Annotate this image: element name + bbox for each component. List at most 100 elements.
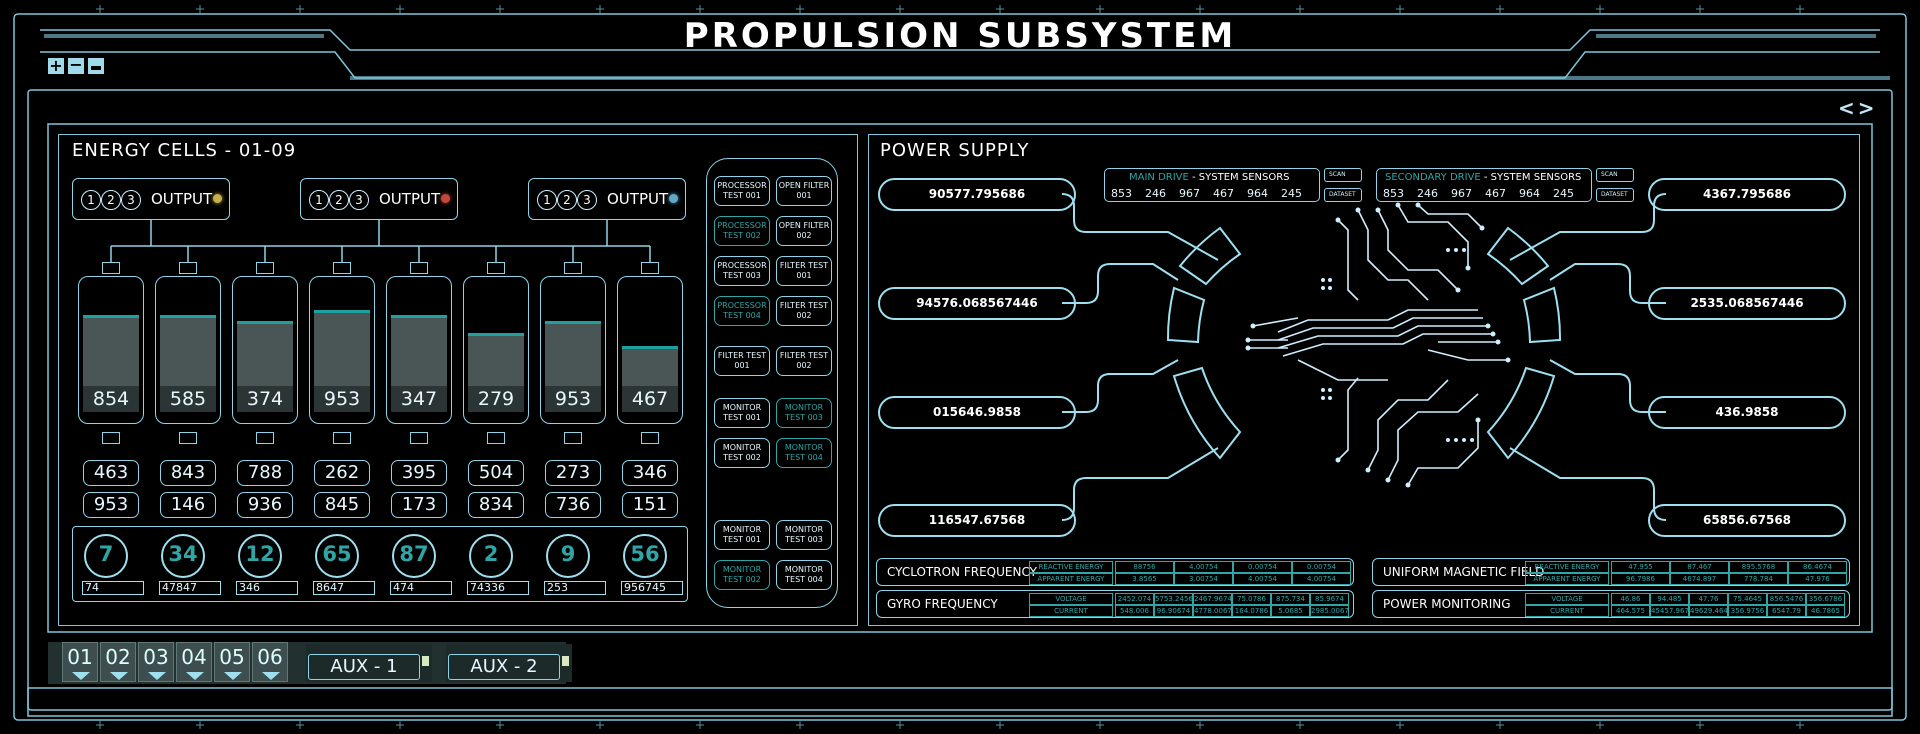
page-tab[interactable]: 05 — [214, 642, 250, 682]
page-tab[interactable]: 06 — [252, 642, 288, 682]
test-button[interactable]: PROCESSOR TEST 001 — [714, 176, 770, 206]
sensor-value: 246 — [1417, 187, 1438, 200]
test-button[interactable]: OPEN FILTER 001 — [776, 176, 832, 206]
page-tab[interactable]: 04 — [176, 642, 212, 682]
page-tab-label: 04 — [181, 645, 207, 669]
test-button[interactable]: MONITOR TEST 001 — [714, 520, 770, 550]
metric-cell: 85.9674 — [1310, 593, 1349, 605]
test-button[interactable]: MONITOR TEST 002 — [714, 438, 770, 468]
page-tab-label: 02 — [105, 645, 131, 669]
cell-value-top: 262 — [314, 460, 370, 486]
metric-label: POWER MONITORING — [1383, 597, 1511, 611]
test-button[interactable]: MONITOR TEST 003 — [776, 398, 832, 428]
page-tab[interactable]: 02 — [100, 642, 136, 682]
output-channel-button[interactable]: 2 — [557, 190, 577, 210]
metric-cell: 49629.464 — [1689, 605, 1728, 617]
plus-icon[interactable]: + — [48, 56, 64, 75]
energy-cell-tank: 953 — [309, 262, 375, 424]
output-channel-button[interactable]: 3 — [121, 190, 141, 210]
metric-cell: 46.86 — [1611, 593, 1650, 605]
aux-button[interactable]: AUX - 2 — [448, 654, 560, 680]
metric-cell: 5.0685 — [1271, 605, 1310, 617]
test-button[interactable]: PROCESSOR TEST 002 — [714, 216, 770, 246]
secondary-drive-label: SECONDARY DRIVE — [1385, 172, 1481, 183]
output-channel-button[interactable]: 2 — [329, 190, 349, 210]
gauge-ring — [161, 534, 205, 578]
page-tab[interactable]: 01 — [62, 642, 98, 682]
test-button[interactable]: OPEN FILTER 002 — [776, 216, 832, 246]
metric-label: UNIFORM MAGNETIC FIELD — [1383, 565, 1545, 579]
metric-row-label: REACTIVE ENERGY — [1029, 561, 1113, 573]
gauge-value: 7 — [98, 542, 114, 566]
main-dataset-button[interactable]: DATASET — [1324, 188, 1362, 202]
test-panel — [706, 158, 838, 608]
tank-cap — [641, 262, 659, 274]
page-tab-label: 01 — [67, 645, 93, 669]
metric-cell: 356.6786 — [1806, 593, 1845, 605]
save-icon[interactable] — [88, 58, 104, 74]
test-button[interactable]: PROCESSOR TEST 004 — [714, 296, 770, 326]
energy-cell-tank: 279 — [463, 262, 529, 424]
test-button[interactable]: MONITOR TEST 002 — [714, 560, 770, 590]
cell-value-top: 463 — [83, 460, 139, 486]
metric-cell: 4.00754 — [1233, 573, 1292, 585]
metric-cell: 164.0786 — [1232, 605, 1271, 617]
secondary-dataset-button[interactable]: DATASET — [1596, 188, 1634, 202]
status-led-icon — [669, 194, 678, 203]
test-button[interactable]: MONITOR TEST 001 — [714, 398, 770, 428]
power-panel — [868, 134, 1860, 626]
nav-arrows[interactable]: < > — [1838, 96, 1875, 120]
sensor-value: 967 — [1179, 187, 1200, 200]
test-button[interactable]: FILTER TEST 002 — [776, 296, 832, 326]
output-channel-button[interactable]: 1 — [309, 190, 329, 210]
chevron-down-icon — [186, 672, 204, 680]
tank-body — [232, 276, 298, 424]
metric-row-label: REACTIVE ENERGY — [1525, 561, 1609, 573]
output-channel-button[interactable]: 2 — [101, 190, 121, 210]
test-button[interactable]: FILTER TEST 001 — [776, 256, 832, 286]
test-button[interactable]: FILTER TEST 001 — [714, 346, 770, 376]
gauge-subvalue: 74336 — [467, 581, 529, 595]
output-channel-button[interactable]: 3 — [577, 190, 597, 210]
gauge-value: 2 — [483, 542, 499, 566]
output-channel-button[interactable]: 3 — [349, 190, 369, 210]
test-button[interactable]: FILTER TEST 002 — [776, 346, 832, 376]
sensor-value: 964 — [1247, 187, 1268, 200]
secondary-scan-button[interactable]: SCAN — [1596, 168, 1634, 182]
tank-body — [386, 276, 452, 424]
tank-value: 279 — [468, 386, 524, 412]
metric-label: GYRO FREQUENCY — [887, 597, 998, 611]
aux-button[interactable]: AUX - 1 — [308, 654, 420, 680]
metric-row-label: VOLTAGE — [1029, 593, 1113, 605]
cell-value-top: 504 — [468, 460, 524, 486]
test-button[interactable]: PROCESSOR TEST 003 — [714, 256, 770, 286]
sensor-value: 853 — [1111, 187, 1132, 200]
output-channel-button[interactable]: 1 — [537, 190, 557, 210]
output-channel-button[interactable]: 1 — [81, 190, 101, 210]
gauge-value: 56 — [630, 542, 660, 566]
tank-value: 347 — [391, 386, 447, 412]
minus-icon[interactable]: − — [68, 55, 84, 74]
energy-cell-tank: 374 — [232, 262, 298, 424]
chevron-down-icon — [72, 672, 90, 680]
metric-row-label: APPARENT ENERGY — [1525, 573, 1609, 585]
metric-row-label: CURRENT — [1029, 605, 1113, 617]
gauge-strip — [72, 526, 688, 602]
test-button[interactable]: MONITOR TEST 004 — [776, 560, 832, 590]
test-button[interactable]: MONITOR TEST 003 — [776, 520, 832, 550]
tank-body — [617, 276, 683, 424]
metric-cell: 75.4645 — [1728, 593, 1767, 605]
energy-title: ENERGY CELLS - 01-09 — [72, 140, 297, 161]
cell-value-top: 273 — [545, 460, 601, 486]
page-tab[interactable]: 03 — [138, 642, 174, 682]
main-scan-button[interactable]: SCAN — [1324, 168, 1362, 182]
metric-cell: 96.7986 — [1611, 573, 1670, 585]
test-button[interactable]: MONITOR TEST 004 — [776, 438, 832, 468]
